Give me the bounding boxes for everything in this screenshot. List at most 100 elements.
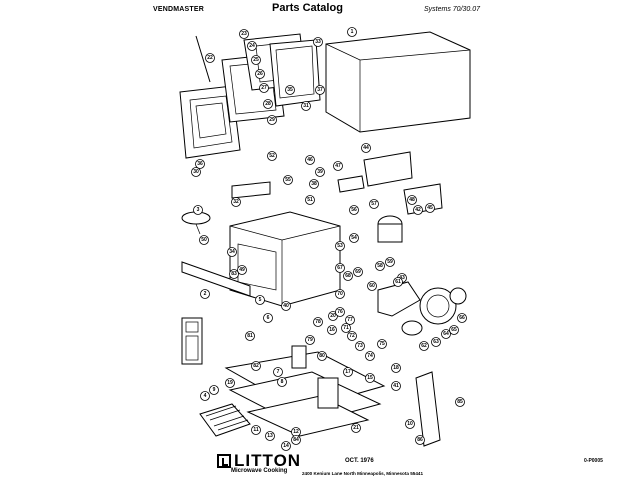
callout-52: 52 — [267, 151, 277, 161]
svg-text:41: 41 — [393, 383, 399, 389]
callout-30: 30 — [191, 167, 201, 177]
stirrer-fan-part — [181, 211, 211, 235]
svg-text:44: 44 — [363, 145, 369, 151]
callout-42: 42 — [413, 205, 423, 215]
callout-70: 70 — [335, 289, 345, 299]
callout-27: 27 — [259, 83, 269, 93]
callout-17: 17 — [343, 367, 353, 377]
catalog-code: 0-P0005 — [584, 458, 603, 464]
logo-subtitle: Microwave Cooking — [231, 468, 288, 474]
callout-19: 19 — [225, 378, 235, 388]
callout-14: 14 — [281, 441, 291, 451]
rail-part — [181, 261, 251, 297]
svg-text:6: 6 — [267, 315, 270, 321]
magnetron-part — [317, 377, 339, 409]
callout-54: 54 — [349, 233, 359, 243]
callout-77: 77 — [345, 315, 355, 325]
footer: LITTON Microwave Cooking OCT. 1976 2400 … — [217, 451, 637, 480]
svg-text:1: 1 — [351, 29, 354, 35]
callout-59: 59 — [385, 257, 395, 267]
callout-33: 33 — [313, 37, 323, 47]
systems-label: Systems 70/30.07 — [424, 6, 481, 13]
callout-61: 61 — [393, 277, 403, 287]
callout-29: 29 — [267, 115, 277, 125]
callout-50: 50 — [199, 235, 209, 245]
svg-text:50: 50 — [201, 237, 207, 243]
callout-63: 63 — [431, 337, 441, 347]
callout-2: 2 — [200, 289, 210, 299]
svg-text:48: 48 — [409, 197, 415, 203]
svg-text:7: 7 — [277, 369, 280, 375]
callout-45: 45 — [425, 203, 435, 213]
svg-text:16: 16 — [329, 327, 335, 333]
callout-36: 36 — [195, 159, 205, 169]
svg-text:4: 4 — [204, 393, 207, 399]
svg-text:2: 2 — [204, 291, 207, 297]
callout-11: 11 — [251, 425, 261, 435]
svg-text:18: 18 — [393, 365, 399, 371]
svg-text:79: 79 — [307, 337, 313, 343]
svg-text:67: 67 — [337, 265, 343, 271]
svg-text:26: 26 — [257, 71, 263, 77]
svg-text:33: 33 — [315, 39, 321, 45]
callout-64: 64 — [441, 329, 451, 339]
svg-text:40: 40 — [283, 303, 289, 309]
svg-text:68: 68 — [345, 273, 351, 279]
svg-text:10: 10 — [407, 421, 413, 427]
svg-text:38: 38 — [311, 181, 317, 187]
hinge-rod-part — [195, 35, 211, 83]
svg-text:83: 83 — [231, 271, 237, 277]
callout-10: 10 — [405, 419, 415, 429]
callout-62: 62 — [419, 341, 429, 351]
svg-text:9: 9 — [213, 387, 216, 393]
callout-44: 44 — [361, 143, 371, 153]
svg-text:72: 72 — [349, 333, 355, 339]
svg-text:73: 73 — [357, 343, 363, 349]
callout-28: 28 — [263, 99, 273, 109]
svg-text:19: 19 — [227, 380, 233, 386]
callout-38: 38 — [309, 179, 319, 189]
callout-37: 37 — [315, 85, 325, 95]
svg-text:37: 37 — [317, 87, 323, 93]
callout-51: 51 — [305, 195, 315, 205]
svg-text:75: 75 — [379, 341, 385, 347]
callout-20: 20 — [328, 311, 338, 321]
svg-text:25: 25 — [253, 57, 259, 63]
callout-8: 8 — [277, 377, 287, 387]
svg-text:77: 77 — [347, 317, 353, 323]
callout-74: 74 — [365, 351, 375, 361]
svg-text:59: 59 — [387, 259, 393, 265]
svg-text:8: 8 — [281, 379, 284, 385]
callout-60: 60 — [367, 281, 377, 291]
transformer-part — [377, 215, 403, 243]
svg-text:47: 47 — [335, 163, 341, 169]
callout-40: 40 — [281, 301, 291, 311]
svg-text:12: 12 — [293, 429, 299, 435]
svg-text:86: 86 — [417, 437, 423, 443]
svg-text:71: 71 — [343, 325, 349, 331]
svg-text:3: 3 — [197, 207, 200, 213]
callout-84: 84 — [291, 435, 301, 445]
svg-text:13: 13 — [267, 433, 273, 439]
svg-text:23: 23 — [241, 31, 247, 37]
svg-text:22: 22 — [207, 55, 213, 61]
svg-text:52: 52 — [269, 153, 275, 159]
svg-text:63: 63 — [433, 339, 439, 345]
page-title: Parts Catalog — [272, 2, 343, 14]
callout-3: 3 — [193, 205, 203, 215]
callout-15: 15 — [365, 373, 375, 383]
svg-text:31: 31 — [303, 103, 309, 109]
callout-78: 78 — [313, 317, 323, 327]
callout-53: 53 — [335, 241, 345, 251]
side-panel-part — [415, 371, 441, 447]
callout-68: 68 — [343, 271, 353, 281]
callout-46: 46 — [305, 155, 315, 165]
callout-41: 41 — [391, 381, 401, 391]
callout-34: 34 — [227, 247, 237, 257]
svg-text:27: 27 — [261, 85, 267, 91]
callout-1: 1 — [347, 27, 357, 37]
callout-4: 4 — [200, 391, 210, 401]
